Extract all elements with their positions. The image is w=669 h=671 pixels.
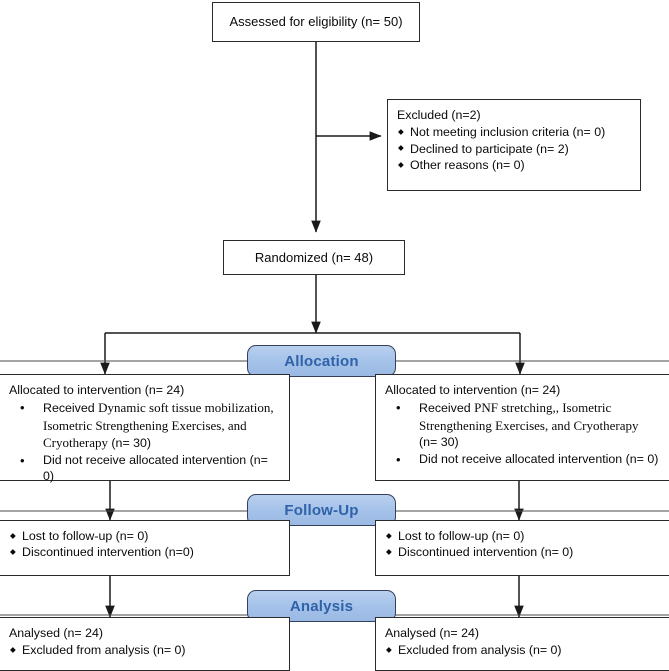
excluded-box: Excluded (n=2) Not meeting inclusion cri… <box>387 99 641 191</box>
diamond-bullet-icon <box>10 544 16 559</box>
analysis-right-list: Excluded from analysis (n= 0) <box>385 642 660 658</box>
followup-item: Discontinued intervention (n=0) <box>22 545 194 560</box>
list-item: Excluded from analysis (n= 0) <box>9 642 280 658</box>
followup-right-box: Lost to follow-up (n= 0) Discontinued in… <box>375 520 669 576</box>
analysis-banner: Analysis <box>247 590 396 622</box>
allocation-right-box: Allocated to intervention (n= 24) Receiv… <box>375 374 669 481</box>
diamond-bullet-icon <box>398 157 404 172</box>
assessed-for-eligibility-box: Assessed for eligibility (n= 50) <box>212 2 420 42</box>
allocation-not-received: Did not receive allocated intervention (… <box>43 452 268 483</box>
allocation-received-tail: (n= 30) <box>419 435 459 450</box>
list-item: Received PNF stretching,, Isometric Stre… <box>385 399 660 450</box>
followup-item: Lost to follow-up (n= 0) <box>22 529 149 543</box>
list-item: Lost to follow-up (n= 0) <box>385 528 660 544</box>
followup-banner-label: Follow-Up <box>284 501 359 519</box>
analysis-left-box: Analysed (n= 24) Excluded from analysis … <box>0 617 290 671</box>
diamond-bullet-icon <box>386 544 392 559</box>
followup-item: Lost to follow-up (n= 0) <box>398 529 525 543</box>
allocation-right-header: Allocated to intervention (n= 24) <box>385 383 561 397</box>
list-item: Did not receive allocated intervention (… <box>385 451 660 467</box>
followup-right-list: Lost to follow-up (n= 0) Discontinued in… <box>385 528 660 561</box>
analysis-banner-label: Analysis <box>289 597 354 615</box>
round-bullet-icon <box>396 399 401 417</box>
round-bullet-icon <box>20 399 25 417</box>
analysis-right-header: Analysed (n= 24) <box>385 626 480 640</box>
randomized-label: Randomized (n= 48) <box>254 249 374 265</box>
allocation-banner: Allocation <box>247 345 396 377</box>
list-item: Lost to follow-up (n= 0) <box>9 528 280 544</box>
diamond-bullet-icon <box>10 642 16 657</box>
excluded-reason: Not meeting inclusion criteria (n= 0) <box>410 125 606 140</box>
diamond-bullet-icon <box>386 528 392 543</box>
list-item: Did not receive allocated intervention (… <box>9 452 280 485</box>
allocation-right-list: Received PNF stretching,, Isometric Stre… <box>385 399 660 467</box>
randomized-box: Randomized (n= 48) <box>223 240 405 275</box>
analysis-left-header: Analysed (n= 24) <box>9 626 104 640</box>
analysis-excluded: Excluded from analysis (n= 0) <box>398 643 562 658</box>
assessed-label: Assessed for eligibility (n= 50) <box>229 14 403 30</box>
excluded-reason-list: Not meeting inclusion criteria (n= 0) De… <box>397 124 631 173</box>
list-item: Received Dynamic soft tissue mobilizatio… <box>9 399 280 451</box>
diamond-bullet-icon <box>398 140 404 155</box>
analysis-right-box: Analysed (n= 24) Excluded from analysis … <box>375 617 669 671</box>
followup-left-box: Lost to follow-up (n= 0) Discontinued in… <box>0 520 290 576</box>
list-item: Not meeting inclusion criteria (n= 0) <box>397 124 631 140</box>
allocation-left-header: Allocated to intervention (n= 24) <box>9 383 185 397</box>
list-item: Other reasons (n= 0) <box>397 157 631 173</box>
allocation-received-tail: (n= 30) <box>107 436 152 451</box>
list-item: Discontinued intervention (n=0) <box>9 544 280 560</box>
analysis-left-list: Excluded from analysis (n= 0) <box>9 642 280 658</box>
list-item: Discontinued intervention (n= 0) <box>385 544 660 560</box>
allocation-received-lead: Received <box>43 401 99 416</box>
allocation-banner-label: Allocation <box>284 352 359 370</box>
analysis-excluded: Excluded from analysis (n= 0) <box>22 643 186 658</box>
followup-item: Discontinued intervention (n= 0) <box>398 545 574 560</box>
list-item: Declined to participate (n= 2) <box>397 141 631 157</box>
allocation-received-lead: Received <box>419 401 475 416</box>
round-bullet-icon <box>20 452 25 470</box>
excluded-header: Excluded (n=2) <box>397 108 481 122</box>
allocation-received-detail: PNF stretching,, Isometric Strengthening… <box>419 400 639 433</box>
followup-left-list: Lost to follow-up (n= 0) Discontinued in… <box>9 528 280 561</box>
allocation-not-received: Did not receive allocated intervention (… <box>419 451 659 466</box>
diamond-bullet-icon <box>386 642 392 657</box>
allocation-left-box: Allocated to intervention (n= 24) Receiv… <box>0 374 290 484</box>
diamond-bullet-icon <box>10 528 16 543</box>
diamond-bullet-icon <box>398 124 404 139</box>
list-item: Excluded from analysis (n= 0) <box>385 642 660 658</box>
excluded-reason: Declined to participate (n= 2) <box>410 141 569 156</box>
allocation-left-list: Received Dynamic soft tissue mobilizatio… <box>9 399 280 484</box>
round-bullet-icon <box>396 451 401 469</box>
excluded-reason: Other reasons (n= 0) <box>410 158 525 173</box>
allocation-received-detail: Dynamic soft tissue mobilization, Isomet… <box>43 400 274 451</box>
